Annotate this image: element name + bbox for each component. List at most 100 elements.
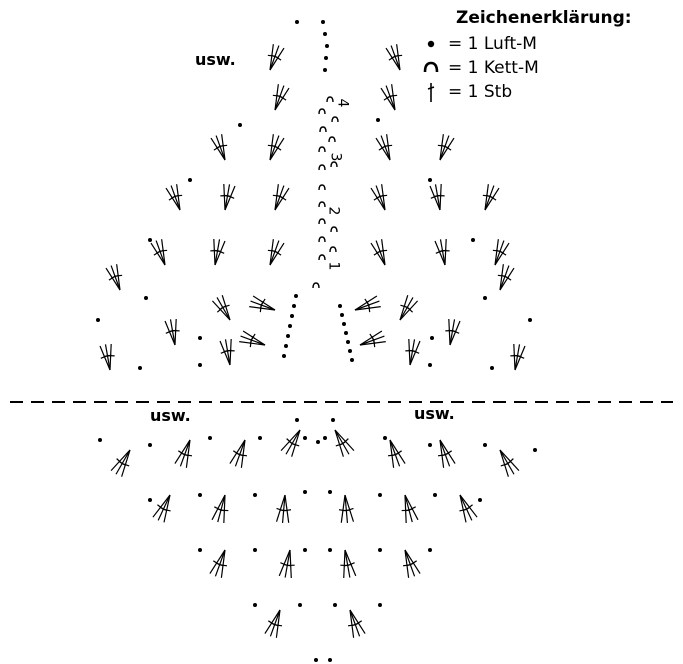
- stitch-shell: [267, 44, 285, 71]
- double-crochet-stitch: [152, 494, 171, 518]
- double-crochet-stitch: [109, 343, 112, 371]
- double-crochet-stitch: [409, 339, 416, 366]
- chain-stitch-dot: [148, 498, 152, 502]
- double-crochet-crossbar: [489, 195, 497, 201]
- chain-stitch-dot: [303, 490, 307, 494]
- double-crochet-stitch: [240, 335, 266, 346]
- double-crochet-crossbar: [274, 55, 282, 61]
- stitch-shell: [375, 134, 393, 161]
- double-crochet-stitch: [389, 439, 406, 464]
- slip-stitch-arc: [312, 282, 320, 289]
- chain-stitch-dot: [148, 238, 152, 242]
- chain-stitch-dot: [376, 118, 380, 122]
- stitch-shell: [482, 184, 500, 211]
- double-crochet-stitch: [269, 137, 285, 161]
- chain-stitch-dot: [383, 436, 387, 440]
- double-crochet-stitch: [370, 187, 386, 211]
- chain-stitch-dot: [303, 436, 307, 440]
- slip-stitch-arc: [330, 226, 338, 233]
- double-crochet-stitch: [380, 135, 391, 161]
- slip-stitch-arc: [318, 146, 326, 153]
- double-crochet-stitch: [459, 494, 473, 521]
- double-crochet-stitch: [275, 609, 281, 638]
- stitch-shell: [174, 439, 193, 468]
- double-crochet-stitch: [249, 306, 276, 311]
- stitch-shell: [278, 549, 295, 578]
- double-crochet-stitch: [399, 300, 419, 321]
- stitch-shell: [497, 264, 515, 291]
- chain-stitch-dot: [258, 436, 262, 440]
- double-crochet-stitch: [386, 134, 391, 161]
- double-crochet-stitch: [381, 184, 386, 211]
- legend-item-label: = 1 Luft-M: [448, 34, 537, 54]
- double-crochet-stitch: [269, 134, 274, 161]
- chain-stitch-dot: [331, 418, 335, 422]
- stitch-shell: [405, 338, 421, 366]
- stitch-shell: [445, 318, 461, 346]
- double-crochet-stitch: [448, 318, 451, 346]
- double-crochet-stitch: [110, 265, 121, 291]
- double-crochet-crossbar: [280, 562, 289, 567]
- double-crochet-crossbar: [174, 194, 183, 197]
- stitch-shell: [210, 238, 226, 266]
- double-crochet-stitch: [375, 240, 386, 266]
- legend-title: Zeichenerklärung:: [456, 8, 632, 28]
- double-crochet-stitch: [157, 494, 171, 521]
- chain-stitch-dot: [198, 336, 202, 340]
- stitch-shell: [380, 84, 398, 111]
- legend: Zeichenerklärung: = 1 Luft-M = 1 Kett-M …: [420, 8, 680, 104]
- double-crochet-stitch: [370, 242, 386, 266]
- chain-stitch-dot: [428, 363, 432, 367]
- double-crochet-stitch: [213, 238, 216, 266]
- chain-stitch-dot: [328, 490, 332, 494]
- chain-stitch-dot: [96, 318, 100, 322]
- double-crochet-crossbar: [233, 450, 241, 456]
- continue-label-top: usw.: [195, 50, 236, 69]
- double-crochet-stitch: [380, 87, 396, 111]
- double-crochet-crossbar: [213, 560, 221, 566]
- row-number-4: 4: [334, 98, 351, 108]
- stitch-shell: [437, 134, 455, 161]
- stitch-shell: [434, 238, 450, 266]
- chain-stitch-dot: [284, 344, 288, 348]
- double-crochet-crossbar: [379, 194, 388, 197]
- double-crochet-stitch: [434, 184, 441, 211]
- chain-stitch-dot: [340, 313, 344, 317]
- double-crochet-stitch: [224, 185, 236, 211]
- slip-stitch-arc: [318, 201, 326, 208]
- chain-stitch-dot: [483, 443, 487, 447]
- double-crochet-stitch: [408, 338, 411, 366]
- double-crochet-stitch: [439, 137, 455, 161]
- chain-stitch-dot: [346, 340, 350, 344]
- chain-stitch-dot: [148, 443, 152, 447]
- double-crochet-stitch: [381, 239, 386, 266]
- double-crochet-stitch: [385, 47, 401, 71]
- stitch-shell: [211, 494, 229, 524]
- stitch-shell: [280, 429, 301, 457]
- double-crochet-stitch: [494, 242, 510, 266]
- chain-stitch-dot: [324, 56, 328, 60]
- slip-stitch-arc: [318, 184, 326, 191]
- chain-stitch-dot: [344, 331, 348, 335]
- double-crochet-crossbar: [286, 438, 293, 445]
- double-crochet-stitch: [284, 494, 290, 523]
- double-crochet-stitch: [499, 449, 520, 472]
- chain-stitch-dot: [253, 603, 257, 607]
- chain-stitch-dot: [198, 493, 202, 497]
- double-crochet-stitch: [229, 338, 232, 366]
- stitch-shell: [229, 439, 248, 468]
- row-number-3: 3: [327, 152, 344, 162]
- double-crochet-stitch: [359, 330, 383, 346]
- double-crochet-stitch: [459, 494, 478, 518]
- double-crochet-stitch: [269, 135, 280, 161]
- double-crochet-crossbar: [159, 249, 168, 252]
- double-crochet-crossbar: [276, 507, 285, 512]
- double-crochet-stitch: [434, 240, 446, 266]
- stitch-shell: [267, 134, 285, 161]
- double-crochet-stitch: [250, 300, 276, 311]
- double-crochet-stitch: [274, 187, 290, 211]
- double-crochet-stitch: [223, 494, 226, 524]
- double-crochet-stitch: [439, 439, 445, 468]
- double-crochet-stitch: [404, 494, 419, 521]
- chain-stitch-dot: [303, 548, 307, 552]
